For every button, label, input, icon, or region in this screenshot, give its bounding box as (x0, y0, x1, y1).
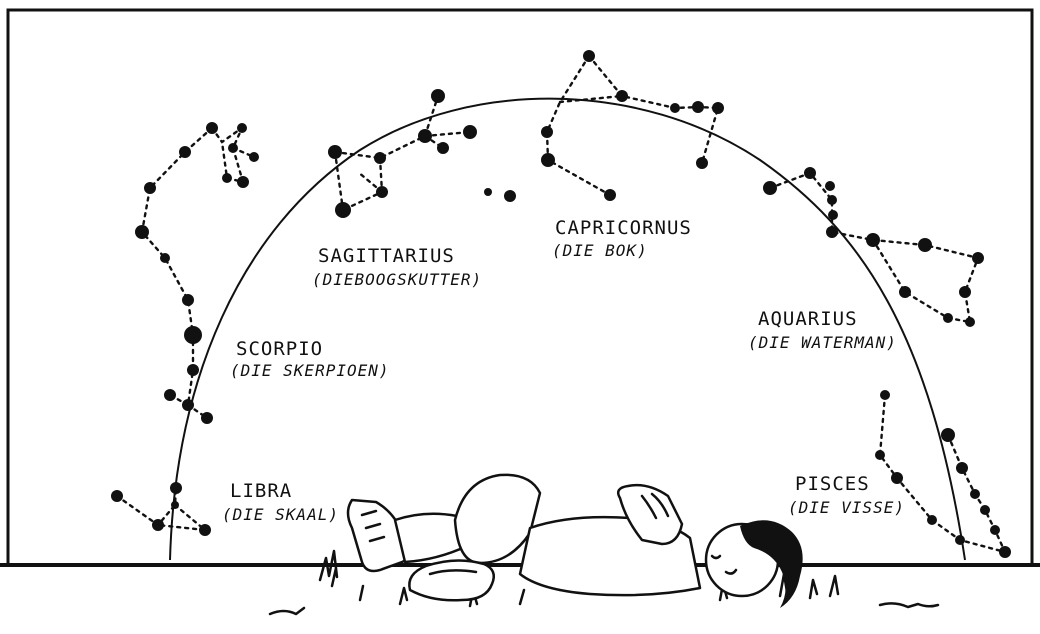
ground-scribbles (268, 602, 940, 616)
capricornus-constellation (541, 50, 724, 201)
libra-label: LIBRA (230, 480, 292, 502)
aquarius-local-label: (DIE WATERMAN) (748, 333, 897, 352)
sagittarius-local-label: (DIEBOOGSKUTTER) (312, 270, 482, 289)
scorpio-constellation (135, 122, 259, 424)
arm (617, 483, 684, 546)
aquarius-label: AQUARIUS (758, 308, 858, 330)
person-lying-on-grass (268, 473, 940, 616)
sagittarius-label: SAGITTARIUS (318, 245, 455, 267)
pisces-constellation (875, 390, 1011, 558)
shoe-second (408, 559, 495, 602)
hair (740, 520, 803, 608)
capricornus-local-label: (DIE BOK) (552, 241, 648, 260)
pisces-local-label: (DIE VISSE) (788, 498, 905, 517)
scorpio-local-label: (DIE SKERPIOEN) (230, 361, 390, 380)
libra-local-label: (DIE SKAAL) (222, 505, 339, 524)
pisces-label: PISCES (795, 473, 870, 495)
boot (346, 498, 412, 573)
scorpio-label: SCORPIO (236, 338, 323, 360)
sagittarius-constellation (328, 89, 516, 218)
ecliptic-arc (169, 97, 966, 561)
capricornus-label: CAPRICORNUS (555, 217, 692, 239)
libra-constellation (111, 482, 211, 536)
aquarius-constellation (763, 167, 984, 327)
